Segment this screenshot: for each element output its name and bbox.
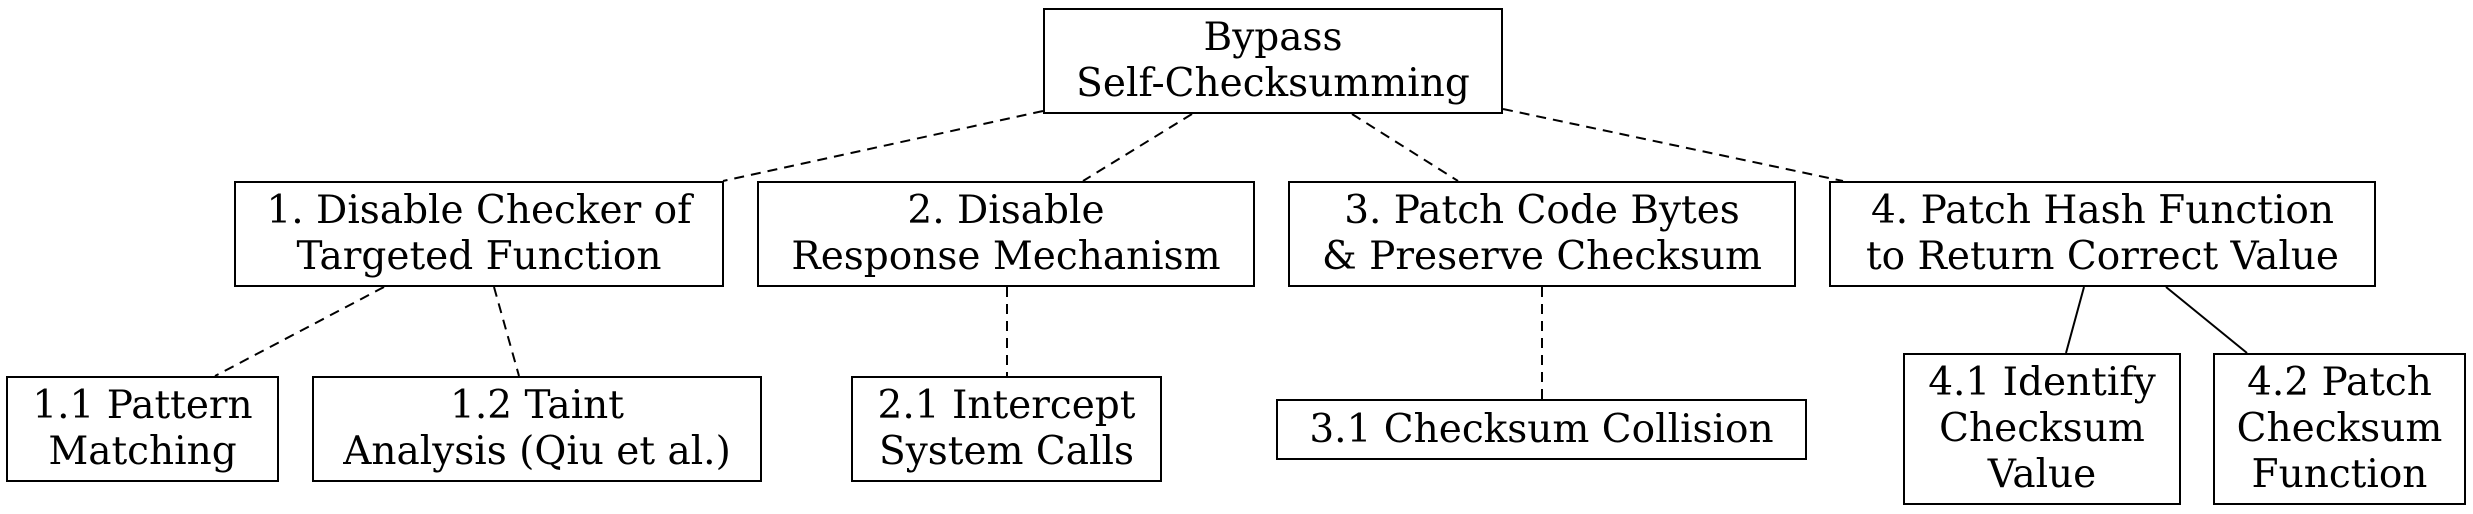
node-1-line-2: Targeted Function (296, 234, 662, 279)
node-1-2-line-2: Analysis (Qiu et al.) (343, 429, 731, 474)
edge-root-to-n1 (722, 110, 1044, 182)
node-3-patch-code-bytes: 3. Patch Code Bytes & Preserve Checksum (1288, 181, 1796, 287)
node-4-1-line-1: 4.1 Identify (1928, 360, 2156, 405)
node-4-patch-hash-function: 4. Patch Hash Function to Return Correct… (1829, 181, 2376, 287)
node-2-1-line-2: System Calls (879, 429, 1134, 474)
node-1-1-pattern-matching: 1.1 Pattern Matching (6, 376, 279, 482)
node-1-line-1: 1. Disable Checker of (266, 188, 692, 233)
node-3-line-1: 3. Patch Code Bytes (1344, 188, 1740, 233)
node-3-line-2: & Preserve Checksum (1322, 234, 1762, 279)
node-root-line-1: Bypass (1203, 15, 1343, 60)
node-4-2-patch-checksum-function: 4.2 Patch Checksum Function (2213, 353, 2466, 505)
node-4-2-line-1: 4.2 Patch (2247, 360, 2432, 405)
node-4-1-line-3: Value (1987, 452, 2097, 497)
edge-root-to-n2 (1082, 113, 1193, 182)
node-3-1-line-1: 3.1 Checksum Collision (1309, 406, 1774, 452)
node-1-1-line-2: Matching (48, 429, 237, 474)
node-1-1-line-1: 1.1 Pattern (32, 383, 253, 428)
edge-root-to-n3 (1351, 113, 1459, 182)
edge-n1-to-n11 (214, 286, 385, 377)
node-4-1-identify-checksum-value: 4.1 Identify Checksum Value (1903, 353, 2181, 505)
node-4-line-2: to Return Correct Value (1865, 234, 2340, 279)
node-1-2-taint-analysis: 1.2 Taint Analysis (Qiu et al.) (312, 376, 762, 482)
edge-n4-to-n41 (2065, 286, 2085, 354)
node-4-2-line-3: Function (2251, 452, 2428, 497)
node-2-line-1: 2. Disable (907, 188, 1105, 233)
node-1-disable-checker: 1. Disable Checker of Targeted Function (234, 181, 724, 287)
node-2-line-2: Response Mechanism (791, 234, 1221, 279)
node-4-1-line-2: Checksum (1939, 406, 2145, 451)
node-2-1-intercept-system-calls: 2.1 Intercept System Calls (851, 376, 1162, 482)
edge-n4-to-n42 (2165, 286, 2248, 354)
node-4-line-1: 4. Patch Hash Function (1870, 188, 2335, 233)
edge-root-to-n4 (1502, 108, 1844, 182)
node-root-bypass-self-checksumming: Bypass Self-Checksumming (1043, 8, 1503, 114)
node-2-1-line-1: 2.1 Intercept (877, 383, 1136, 428)
edge-n1-to-n12 (493, 286, 520, 377)
node-4-2-line-2: Checksum (2236, 406, 2443, 451)
node-root-line-2: Self-Checksumming (1076, 61, 1470, 106)
node-2-disable-response: 2. Disable Response Mechanism (757, 181, 1255, 287)
node-3-1-checksum-collision: 3.1 Checksum Collision (1276, 399, 1807, 460)
node-1-2-line-1: 1.2 Taint (450, 383, 624, 428)
